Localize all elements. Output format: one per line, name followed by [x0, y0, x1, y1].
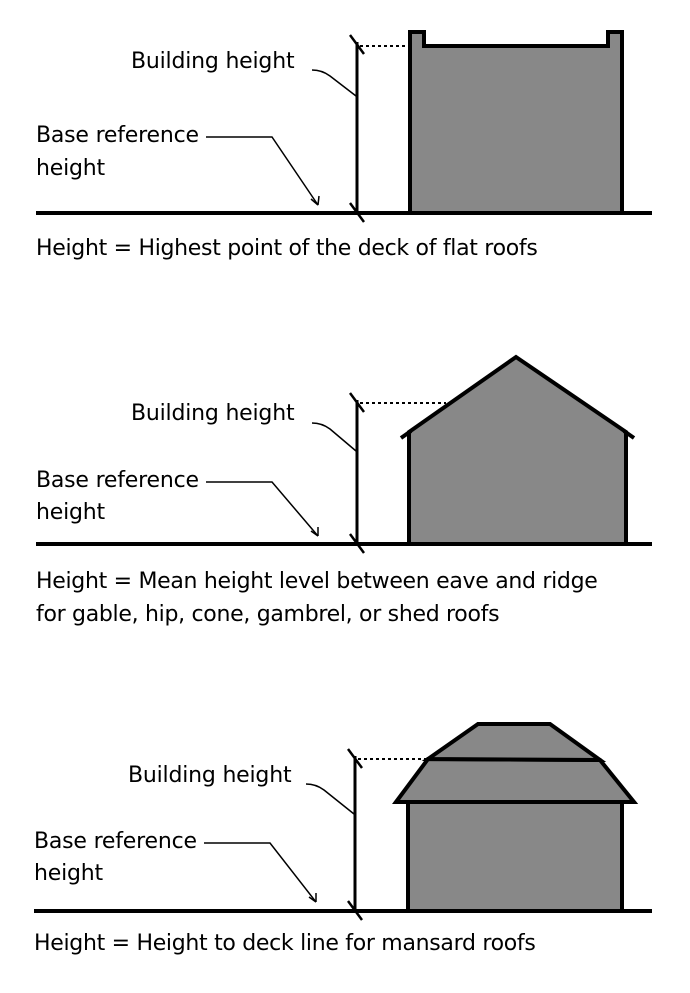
flat-roof-caption: Height = Highest point of the deck of fl… — [36, 236, 538, 261]
base-reference-label: Base reference — [36, 468, 199, 493]
top-tick — [346, 748, 364, 769]
base-reference-leader — [206, 481, 319, 537]
mansard-building-body — [406, 800, 624, 913]
flat-roof-building — [408, 30, 624, 215]
building-height-label: Building height — [131, 49, 295, 74]
base-reference-arrow — [310, 195, 320, 206]
bottom-tick — [348, 202, 366, 223]
building-height-leader — [311, 422, 357, 452]
flat-roof-panel: Building height Base reference height He… — [0, 0, 690, 300]
gable-roof-diagram — [36, 354, 652, 554]
bottom-tick — [348, 533, 366, 554]
gable-roof-panel: Building height Base reference height He… — [0, 330, 690, 640]
gable-roof-caption-line1: Height = Mean height level between eave … — [36, 569, 598, 594]
flat-roof-diagram — [36, 30, 652, 223]
mansard-lower-roof — [392, 756, 639, 804]
building-height-leader — [311, 69, 357, 97]
top-tick — [348, 392, 366, 413]
building-height-leader — [305, 783, 355, 815]
bottom-tick — [346, 900, 364, 921]
building-height-label: Building height — [128, 763, 292, 788]
base-reference-leader — [204, 842, 317, 903]
base-reference-label-line2: height — [34, 861, 103, 886]
top-tick — [348, 34, 366, 55]
mansard-roof-diagram — [34, 722, 652, 921]
building-height-label: Building height — [131, 401, 295, 426]
base-reference-label-line2: height — [36, 500, 105, 525]
base-reference-arrow — [308, 893, 317, 903]
gable-roof-building — [407, 354, 628, 546]
gable-roof-caption-line2: for gable, hip, cone, gambrel, or shed r… — [36, 602, 500, 627]
mansard-roof-caption: Height = Height to deck line for mansard… — [34, 931, 536, 956]
base-reference-leader — [206, 136, 319, 206]
right-eave — [622, 429, 636, 440]
left-eave — [399, 429, 413, 440]
base-reference-arrow — [310, 527, 319, 537]
base-reference-label: Base reference — [34, 829, 197, 854]
base-reference-label: Base reference — [36, 123, 199, 148]
mansard-upper-roof — [421, 722, 607, 763]
base-reference-label-line2: height — [36, 156, 105, 181]
mansard-roof-panel: Building height Base reference height He… — [0, 690, 690, 993]
